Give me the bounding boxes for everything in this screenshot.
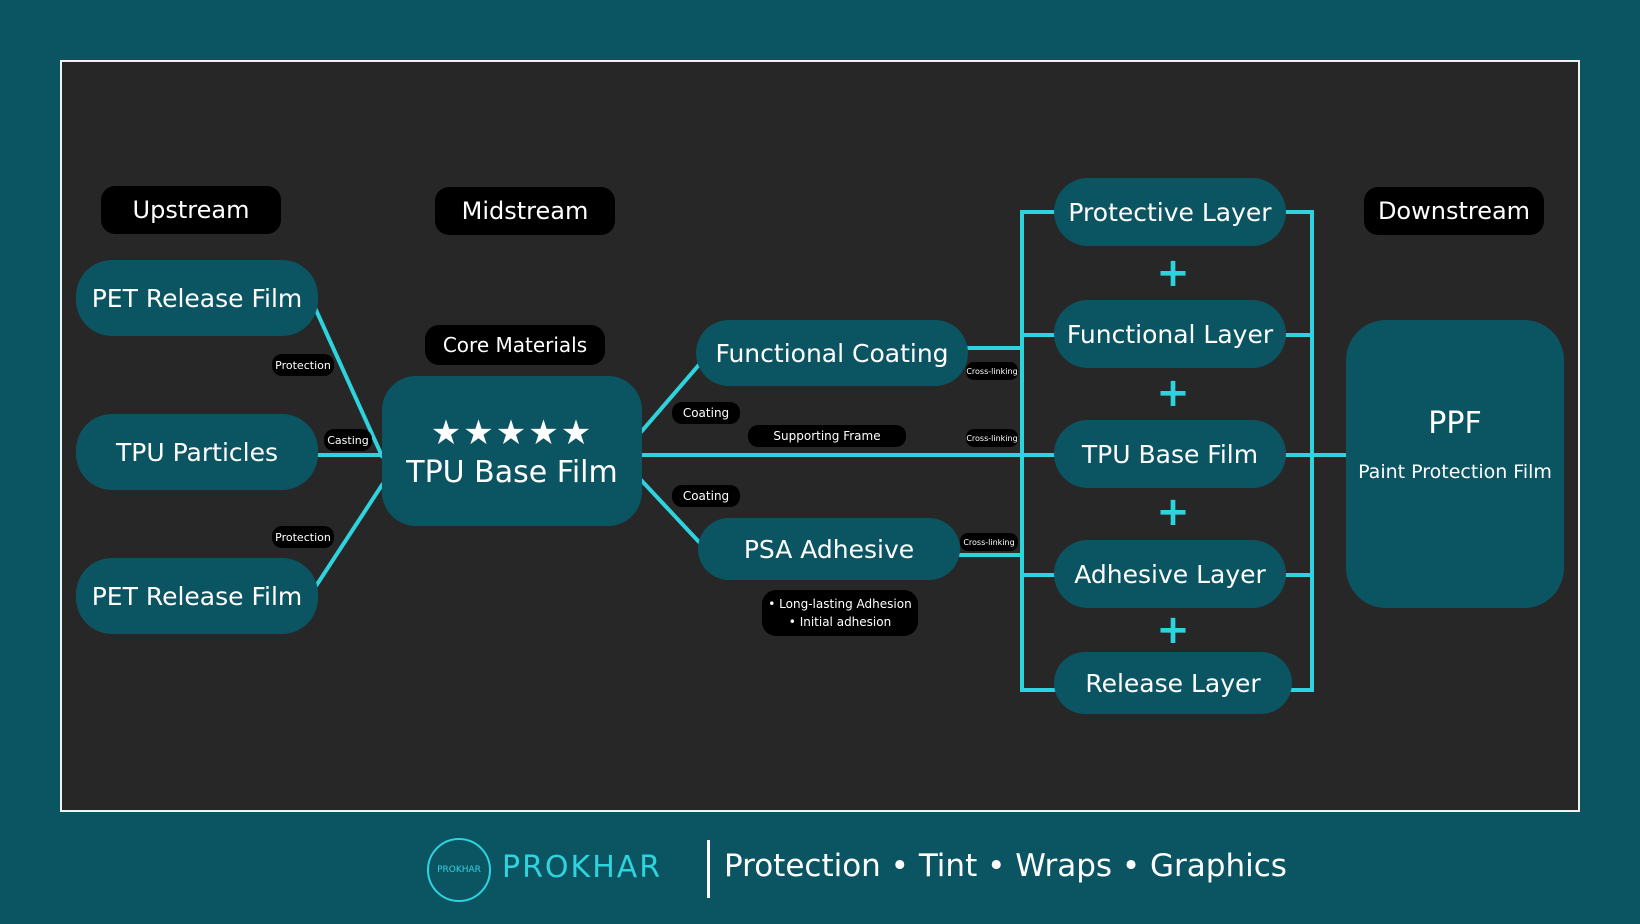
edge-label-supporting-frame: Supporting Frame bbox=[748, 425, 906, 447]
header-upstream: Upstream bbox=[101, 186, 281, 234]
plus-icon: + bbox=[1156, 607, 1190, 653]
psa-notes: • Long-lasting Adhesion • Initial adhesi… bbox=[762, 590, 918, 636]
layer-functional[interactable]: Functional Layer bbox=[1054, 300, 1286, 368]
layer-release[interactable]: Release Layer bbox=[1054, 652, 1292, 714]
edge-label-coating-top: Coating bbox=[672, 402, 740, 424]
edge-label-protection-bottom: Protection bbox=[272, 526, 334, 548]
edge-label-casting: Casting bbox=[324, 429, 372, 451]
layer-adhesive[interactable]: Adhesive Layer bbox=[1054, 540, 1286, 608]
prokhar-logo-icon: PROKHAR bbox=[427, 838, 491, 902]
plus-icon: + bbox=[1156, 370, 1190, 416]
node-pet-release-film-top[interactable]: PET Release Film bbox=[76, 260, 318, 336]
logo-text: PROKHAR bbox=[437, 865, 481, 875]
ppf-title: PPF bbox=[1428, 405, 1482, 441]
plus-icon: + bbox=[1156, 489, 1190, 535]
brand-name: PROKHAR bbox=[502, 850, 663, 885]
connector-core-psa bbox=[638, 477, 703, 546]
node-psa-adhesive[interactable]: PSA Adhesive bbox=[698, 518, 960, 580]
edge-label-cross-linking-3: Cross-linking bbox=[960, 533, 1018, 551]
header-midstream: Midstream bbox=[435, 187, 615, 235]
psa-note-2: • Initial adhesion bbox=[788, 615, 892, 629]
psa-note-1: • Long-lasting Adhesion bbox=[768, 597, 912, 611]
footer-divider bbox=[707, 840, 710, 898]
node-core-tpu-base-film[interactable]: ★★★★★ TPU Base Film bbox=[382, 376, 642, 526]
edge-label-protection-top: Protection bbox=[272, 354, 334, 376]
edge-label-cross-linking-1: Cross-linking bbox=[966, 362, 1018, 380]
node-ppf[interactable]: PPF Paint Protection Film bbox=[1346, 320, 1564, 608]
edge-label-cross-linking-2: Cross-linking bbox=[966, 429, 1018, 447]
layer-protective[interactable]: Protective Layer bbox=[1054, 178, 1286, 246]
plus-icon: + bbox=[1156, 250, 1190, 296]
connector-pet-bottom bbox=[313, 482, 385, 589]
rating-stars-icon: ★★★★★ bbox=[430, 412, 594, 453]
node-functional-coating[interactable]: Functional Coating bbox=[696, 320, 968, 386]
layer-tpu-base-film[interactable]: TPU Base Film bbox=[1054, 420, 1286, 488]
node-tpu-particles[interactable]: TPU Particles bbox=[76, 414, 318, 490]
edge-label-coating-bottom: Coating bbox=[672, 485, 740, 507]
header-downstream: Downstream bbox=[1364, 187, 1544, 235]
footer-tagline: Protection • Tint • Wraps • Graphics bbox=[724, 848, 1287, 884]
connector-pet-top bbox=[313, 307, 385, 459]
core-title: TPU Base Film bbox=[406, 454, 618, 490]
ppf-subtitle: Paint Protection Film bbox=[1358, 460, 1552, 483]
connector-core-functional bbox=[638, 363, 701, 435]
node-pet-release-film-bottom[interactable]: PET Release Film bbox=[76, 558, 318, 634]
core-materials-label: Core Materials bbox=[425, 325, 605, 365]
